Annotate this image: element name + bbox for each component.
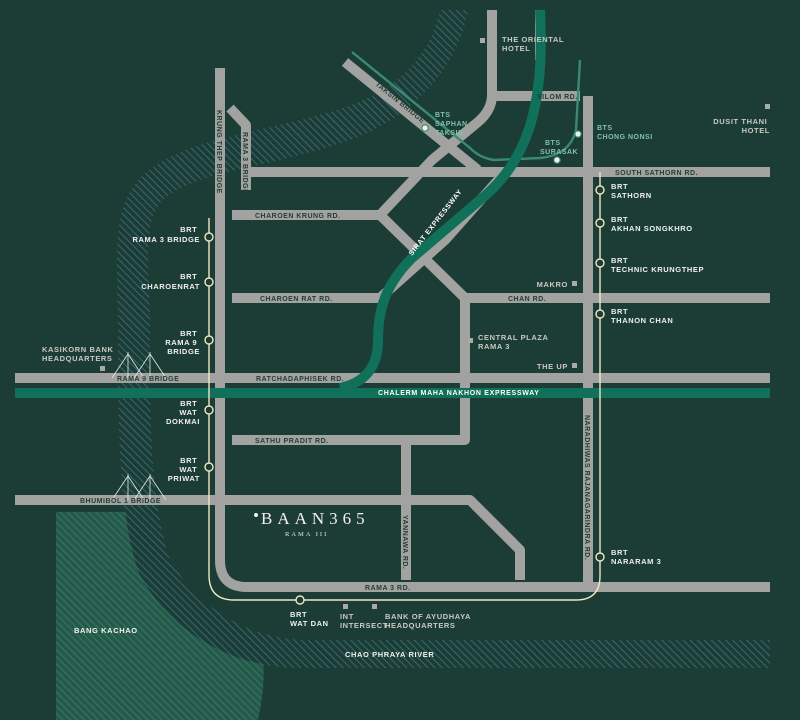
central-poi-icon xyxy=(468,338,473,343)
sathu-pradit-road-label: SATHU PRADIT RD. xyxy=(255,438,329,445)
brt-stop-akhan-songkhro[interactable] xyxy=(595,218,605,228)
krung-thep-bridge-label: KRUNG THEP BRIDGE xyxy=(215,110,222,194)
charoen-rat-road-label: CHAROEN RAT RD. xyxy=(260,296,333,303)
ayudhaya-poi-icon xyxy=(372,604,377,609)
brt-thanon-chan-label: BRT THANON CHAN xyxy=(611,307,673,325)
tok-road-label: TOK RD. xyxy=(175,213,207,220)
sirat-expressway xyxy=(338,9,546,393)
bang-kachao-area xyxy=(56,512,264,720)
bts-surasak-label: BTS SURASAK xyxy=(540,140,578,156)
brt-stop-charoenrat[interactable] xyxy=(204,277,214,287)
brt-rama3-bridge-label: BRT RAMA 3 BRIDGE xyxy=(132,225,200,244)
brt-stop-nararam3[interactable] xyxy=(595,552,605,562)
kasikorn-bank-label: KASIKORN BANK HEADQUARTERS xyxy=(42,345,116,363)
brt-wat-priwat-label: BRT WAT PRIWAT xyxy=(168,456,200,483)
brand-subtitle: RAMA III xyxy=(285,531,328,538)
brt-stop-rama3-bridge[interactable] xyxy=(204,232,214,242)
bts-chong-nonsi-dot[interactable] xyxy=(574,130,582,138)
bts-surasak-dot[interactable] xyxy=(553,156,561,164)
bhumibol-bridge-label: BHUMIBOL 1 BRIDGE xyxy=(80,498,161,505)
bts-chong-nonsi-label: BTS CHONG NONSI xyxy=(597,125,653,141)
ratchadaphisek-road-label: RATCHADAPHISEK RD. xyxy=(256,376,344,383)
brt-wat-dan-label: BRT WAT DAN xyxy=(290,610,329,628)
rama3-bridge-road-label: RAMA 3 BRIDGE xyxy=(241,132,248,194)
brt-sathorn-label: BRT SATHORN xyxy=(611,182,652,200)
dusit-poi-icon xyxy=(765,104,770,109)
rama9-bridge-icon xyxy=(111,352,167,379)
brt-route xyxy=(208,172,601,601)
makro-label: MAKRO xyxy=(537,280,568,289)
brt-stop-thanon-chan[interactable] xyxy=(595,309,605,319)
brt-stops xyxy=(204,185,605,605)
makro-poi-icon xyxy=(572,281,577,286)
dusit-thani-label: DUSIT THANI HOTEL xyxy=(713,117,770,135)
bang-kachao-label: BANG KACHAO xyxy=(74,626,138,635)
the-up-label: THE UP xyxy=(537,362,568,371)
brt-stop-technic-krungthep[interactable] xyxy=(595,258,605,268)
brt-akhan-songkhro-label: BRT AKHAN SONGKHRO xyxy=(611,215,693,233)
brand-logo[interactable]: BAAN365 xyxy=(261,509,370,528)
brt-stop-rama9-bridge[interactable] xyxy=(204,335,214,345)
brt-charoenrat-label: BRT CHAROENRAT xyxy=(141,272,200,291)
brt-stop-wat-dokmai[interactable] xyxy=(204,405,214,415)
south-sathorn-road-label: SOUTH SATHORN RD. xyxy=(615,170,698,177)
the-up-poi-icon xyxy=(572,363,577,368)
bts-saphan-taksin-dot[interactable] xyxy=(421,124,429,132)
brt-stop-wat-priwat[interactable] xyxy=(204,462,214,472)
chalerm-expressway-label: CHALERM MAHA NAKHON EXPRESSWAY xyxy=(378,390,540,397)
rama3-road-label: RAMA 3 RD. xyxy=(365,585,411,592)
brt-stop-sathorn[interactable] xyxy=(595,185,605,195)
brt-rama9-bridge-label: BRT RAMA 9 BRIDGE xyxy=(165,329,200,356)
brt-wat-dokmai-label: BRT WAT DOKMAI xyxy=(166,399,200,426)
rama9-bridge-label: RAMA 9 BRIDGE xyxy=(117,376,179,383)
silom-road-label: SILOM RD. xyxy=(537,94,578,101)
central-plaza-label: CENTRAL PLAZA RAMA 3 xyxy=(478,333,551,351)
int-intersect-label: INT INTERSECT xyxy=(340,612,388,630)
brt-technic-krungthep-label: BRT TECHNIC KRUNGTHEP xyxy=(611,256,704,274)
charoen-krung-road-label: CHAROEN KRUNG RD. xyxy=(255,213,341,220)
oriental-hotel-label: THE ORIENTAL HOTEL xyxy=(502,35,567,53)
bhumibol-bridge-icon xyxy=(111,474,167,501)
chan-road-label: CHAN RD. xyxy=(508,296,546,303)
int-poi-icon xyxy=(343,604,348,609)
bts-saphan-taksin-label: BTS SAPHAN TAKSIN xyxy=(435,112,470,137)
chalerm-expressway xyxy=(15,388,770,398)
brt-stop-wat-dan[interactable] xyxy=(295,595,305,605)
chao-phraya-river-label: CHAO PHRAYA RIVER xyxy=(345,650,434,659)
narathiwas-road-label: NARADHIWAS RAJANAGARINDRA RD. xyxy=(583,415,590,560)
chao-phraya-river xyxy=(116,10,771,668)
kasikorn-poi-icon xyxy=(100,366,105,371)
brand-dot-icon xyxy=(254,513,258,517)
oriental-poi-icon xyxy=(480,38,485,43)
industrial-ring-road-label: INDUSTRIAL RING RD. xyxy=(482,501,547,566)
brt-nararam3-label: BRT NARARAM 3 xyxy=(611,548,661,566)
bank-ayudhaya-label: BANK OF AYUDHAYA HEADQUARTERS xyxy=(385,612,473,630)
yannawa-road-label: YANNAWA RD. xyxy=(401,515,408,569)
